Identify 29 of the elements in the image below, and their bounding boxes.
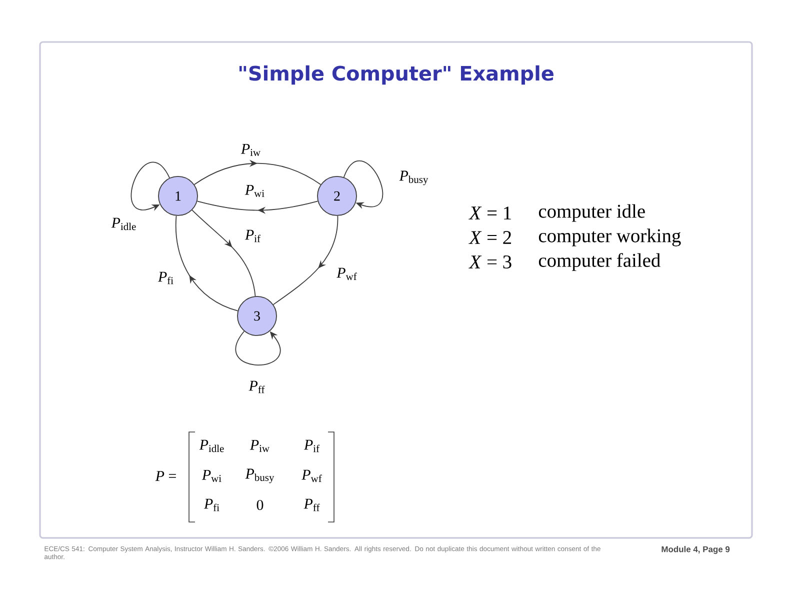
matrix-entry: P$_{fi}$ [204,498,220,512]
arrow [192,210,256,297]
slide-title: "Simple Computer" Example [239,65,554,85]
matrix-entry: P$_{wi}$ [202,470,222,482]
matrix-name: P = [155,471,176,481]
matrix-entry: P$_{idle}$ [199,440,224,452]
state-label: X = 1 [468,206,511,220]
page-number: Module 4, Page 9 [662,546,730,554]
matrix-entry: P$_{iw}$ [250,440,270,452]
matrix-entry: P$_{busy}$ [245,468,274,484]
arrow [196,200,318,214]
edge-label: P$_{busy}$ [398,170,430,186]
arrow [272,215,338,305]
edge-label: P$_{wf}$ [336,266,358,282]
edge-label: P$_{fi}$ [157,270,176,286]
state-label: X = 3 [468,255,512,268]
matrix-entry: P$_{wf}$ [302,470,322,482]
state-description: computer working [538,228,681,246]
matrix-entry: P$_{if}$ [304,440,320,452]
state-description: computer failed [538,253,660,271]
arrow [343,160,384,209]
state-description: computer idle [538,204,645,222]
arrow [235,330,281,366]
matrix-entry: 0 [256,500,264,510]
state-label: X = 2 [468,231,511,244]
matrix-entry: P$_{ff}$ [304,498,320,512]
arrow [175,215,238,312]
edge-label: P$_{if}$ [244,228,262,244]
arrow [194,160,322,185]
